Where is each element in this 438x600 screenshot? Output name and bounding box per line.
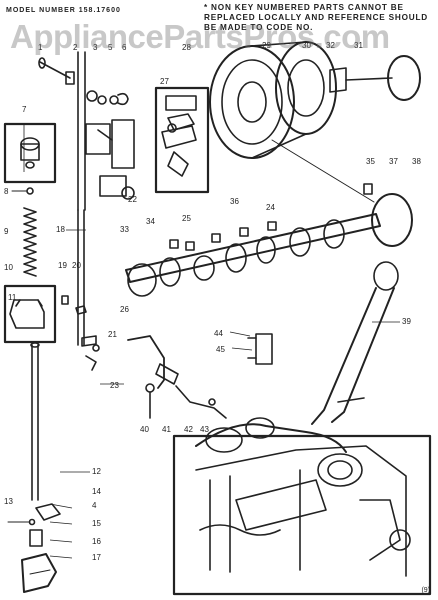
label-25: 25 (182, 214, 191, 223)
part-18-needle-bar (77, 209, 85, 346)
model-number: MODEL NUMBER 158.17600 (6, 7, 121, 14)
label-41: 41 (162, 425, 171, 434)
presser-foot-assembly (7, 503, 61, 593)
label-44: 44 (214, 329, 223, 338)
needle-bar-linkage (77, 51, 135, 211)
label-21: 21 (108, 330, 117, 339)
part-39-connecting-arm (311, 261, 399, 425)
label-33: 33 (120, 225, 129, 234)
label-19: 19 (58, 261, 67, 270)
figure-code: (9) (421, 587, 430, 594)
label-35: 35 (366, 157, 375, 166)
label-13: 13 (4, 497, 13, 506)
parts-21-22-23 (81, 335, 100, 371)
label-8: 8 (4, 187, 9, 196)
label-30: 30 (302, 41, 311, 50)
label-1: 1 (38, 43, 43, 52)
label-24: 24 (266, 203, 275, 212)
label-42: 42 (184, 425, 193, 434)
label-17: 17 (92, 553, 101, 562)
label-26: 26 (120, 305, 129, 314)
label-3: 3 (93, 43, 98, 52)
label-11: 11 (8, 293, 17, 302)
part-12-presser-bar (30, 342, 40, 501)
label-12: 12 (92, 467, 101, 476)
label-27: 27 (160, 77, 169, 86)
label-37: 37 (389, 157, 398, 166)
label-16: 16 (92, 537, 101, 546)
parts-note: * NON KEY NUMBERED PARTS CANNOT BE REPLA… (204, 3, 428, 32)
label-4: 4 (92, 501, 97, 510)
inset-box-27-28 (154, 86, 210, 194)
part-8 (11, 187, 34, 195)
label-10: 10 (4, 263, 13, 272)
label-40: 40 (140, 425, 149, 434)
label-34: 34 (146, 217, 155, 226)
label-9: 9 (4, 227, 9, 236)
inset-box-10-11 (3, 284, 57, 344)
label-29: 29 (262, 41, 271, 50)
label-31: 31 (354, 41, 363, 50)
label-20: 20 (72, 261, 81, 270)
part-1-lifter-rod (38, 57, 75, 85)
label-18: 18 (56, 225, 65, 234)
label-32: 32 (326, 41, 335, 50)
parts-40-45 (127, 333, 273, 419)
inset-box-7 (3, 122, 57, 184)
label-22: 22 (128, 195, 137, 204)
part-9-spring (23, 207, 37, 277)
label-45: 45 (216, 345, 225, 354)
label-38: 38 (412, 157, 421, 166)
label-23: 23 (110, 381, 119, 390)
label-5: 5 (108, 43, 113, 52)
machine-body-lower (172, 417, 432, 596)
parts-19-20 (61, 295, 87, 315)
watermark: AppliancePartsPros.com (10, 18, 390, 55)
label-14: 14 (92, 487, 101, 496)
cam-shaft (125, 183, 413, 297)
label-6: 6 (122, 43, 127, 52)
label-36: 36 (230, 197, 239, 206)
callout-labels: 1 2 3 4 5 6 7 8 9 10 11 12 13 14 15 16 1… (4, 41, 421, 562)
label-28: 28 (182, 43, 191, 52)
label-15: 15 (92, 519, 101, 528)
label-2: 2 (73, 43, 78, 52)
label-7: 7 (22, 105, 27, 114)
label-39: 39 (402, 317, 411, 326)
handwheel-assembly (209, 41, 421, 203)
label-43: 43 (200, 425, 209, 434)
